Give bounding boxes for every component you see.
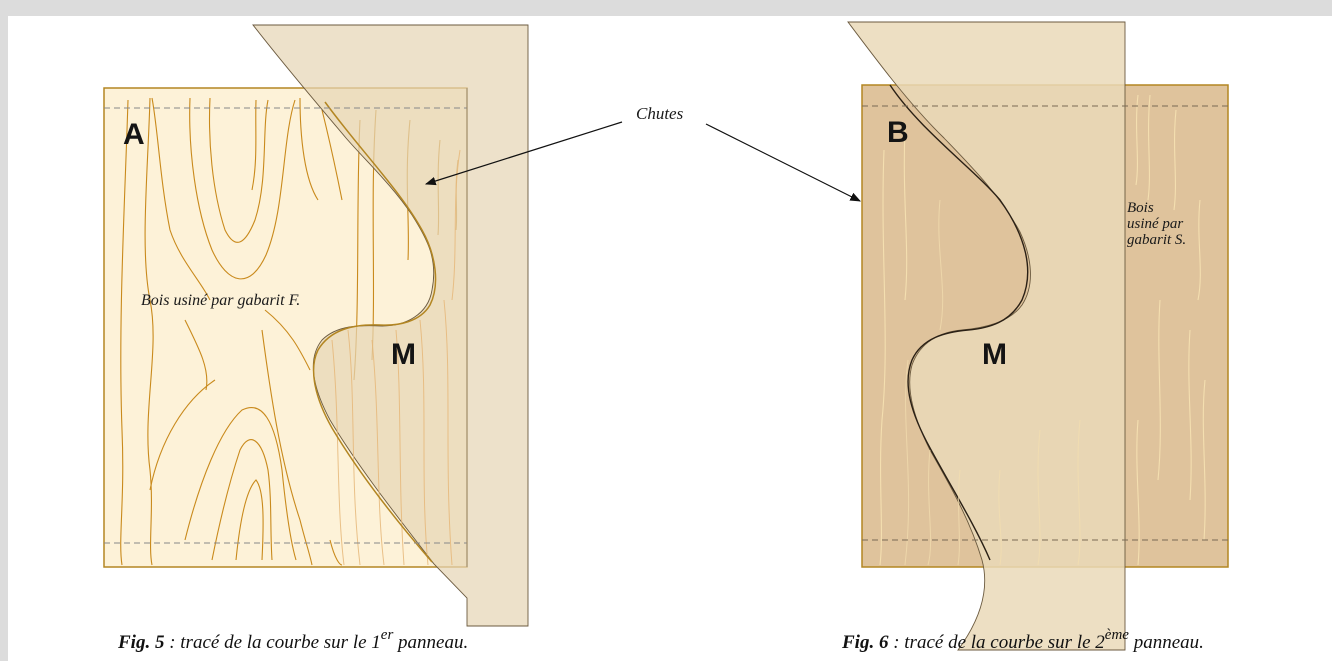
frame-left-strip: [0, 16, 8, 661]
panel-a-point-m: M: [391, 338, 416, 371]
figure-5-caption-sup: er: [380, 626, 394, 643]
panel-b-note: Bois usiné par gabarit S.: [1127, 200, 1186, 248]
panel-a-offcut-grain: [331, 149, 461, 566]
figure-6-caption-sup: ème: [1104, 626, 1129, 643]
panel-b-note-line: usiné par: [1127, 216, 1184, 232]
panel-b-curve: [889, 84, 1029, 561]
figure-6-caption-number: Fig. 6: [842, 632, 889, 653]
panel-b-note-line: gabarit S.: [1127, 232, 1187, 248]
figure-6-caption-tail: panneau.: [1128, 632, 1204, 653]
chutes-label: Chutes: [636, 104, 684, 123]
figure-5-caption-tail: panneau.: [393, 632, 469, 653]
chutes-arrow-left: [424, 121, 623, 186]
figure-6-caption: Fig. 6 : tracé de la courbe sur le 2ème …: [842, 627, 1204, 654]
figure-6-panel: [847, 21, 1229, 651]
panel-a-curve: [312, 101, 437, 563]
frame-top-strip: [0, 0, 1332, 16]
panel-b-wood-grain: [879, 94, 1206, 566]
panel-a-note: Bois usiné par gabarit F.: [141, 292, 301, 309]
panel-b-offcut-grain: [904, 199, 1081, 566]
panel-a-letter: A: [123, 118, 145, 151]
panel-b-point-m: M: [982, 338, 1007, 371]
panel-b-letter: B: [887, 116, 909, 149]
figure-5-panel: [103, 24, 529, 627]
chutes-arrow-right: [705, 123, 861, 202]
figure-5-caption-text: : tracé de la courbe sur le 1: [164, 632, 381, 653]
figure-6-caption-text: : tracé de la courbe sur le 2: [888, 632, 1105, 653]
figure-5-caption: Fig. 5 : tracé de la courbe sur le 1er p…: [118, 627, 469, 654]
panel-b-note-line: Bois: [1127, 200, 1154, 216]
figure-5-caption-number: Fig. 5: [118, 632, 165, 653]
